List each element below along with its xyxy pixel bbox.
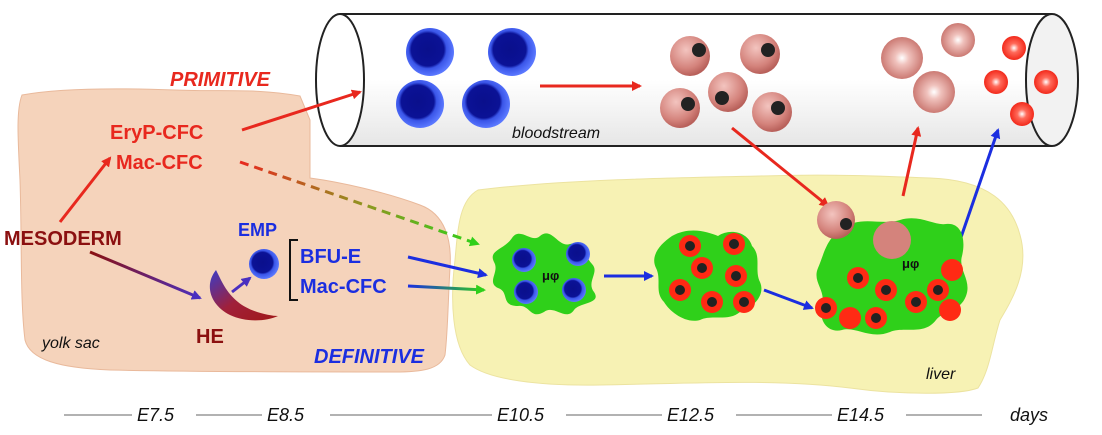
macrophage	[816, 218, 968, 335]
arrow-he-to-emp	[231, 276, 252, 294]
timeline-stage: E7.5	[137, 405, 175, 425]
timeline-unit: days	[1010, 405, 1048, 425]
label-eryp-cfc: EryP-CFC	[110, 122, 203, 144]
erythroblast	[669, 279, 691, 301]
erythroblast	[847, 267, 869, 289]
definitive-erythrocyte	[941, 259, 963, 281]
label-primitive: PRIMITIVE	[170, 69, 271, 91]
emp-cell	[249, 249, 279, 279]
primitive-erythroblast	[740, 34, 780, 74]
definitive-erythrocyte	[839, 307, 861, 329]
primitive-erythrocyte	[913, 71, 955, 113]
primitive-erythrocyte-cluster	[881, 23, 975, 113]
definitive-erythrocyte	[1010, 102, 1034, 126]
label-yolk-sac: yolk sac	[41, 335, 100, 352]
erythroblast	[701, 291, 723, 313]
erythroblast	[725, 265, 747, 287]
primitive-erythroblast	[670, 36, 710, 76]
primitive-blast-cell	[462, 80, 510, 128]
erythroblast	[723, 233, 745, 255]
erythroblast	[865, 307, 887, 329]
hemogenic-endothelium-shape	[209, 270, 278, 321]
emp-progeny-bracket	[289, 239, 298, 301]
timeline-stage: E10.5	[497, 405, 545, 425]
primitive-blast-cell-cluster	[396, 28, 536, 128]
label-macrophage-e10: μφ	[542, 268, 559, 283]
definitive-erythrocyte-cluster	[984, 36, 1058, 126]
timeline-stage: E8.5	[267, 405, 305, 425]
definitive-erythrocyte	[1034, 70, 1058, 94]
erythroblast	[679, 235, 701, 257]
label-mac-cfc-primitive: Mac-CFC	[116, 152, 203, 174]
erythroblastic-island-e14	[815, 201, 968, 335]
primitive-erythroblast	[660, 88, 700, 128]
arrow-liver-to-definitive-erythrocytes	[956, 128, 1001, 247]
label-macrophage-e14: μφ	[902, 256, 919, 271]
blast-cell	[514, 280, 538, 304]
erythroblast	[875, 279, 897, 301]
primitive-erythrocyte	[941, 23, 975, 57]
label-he: HE	[196, 326, 224, 348]
erythroblast	[927, 279, 949, 301]
yolk-sac-region	[17, 88, 451, 373]
arrow-bfu-e-to-liver	[407, 255, 488, 279]
definitive-erythrocyte	[939, 299, 961, 321]
erythroblast	[733, 291, 755, 313]
label-bfu-e: BFU-E	[300, 246, 361, 268]
erythroblast	[815, 297, 837, 319]
label-mac-cfc-definitive: Mac-CFC	[300, 276, 387, 298]
arrow-liver-to-primitive-erythrocytes	[901, 126, 922, 197]
arrow-eryp-to-bloodstream	[241, 89, 362, 132]
erythroblastic-island-e12	[654, 230, 762, 321]
arrow-bloodstream-to-liver	[731, 126, 830, 208]
arrow-mesoderm-to-he	[89, 250, 202, 300]
primitive-blast-cell	[406, 28, 454, 76]
label-mesoderm: MESODERM	[4, 228, 122, 250]
primitive-blast-cell	[488, 28, 536, 76]
blast-cell	[566, 242, 590, 266]
timeline-stage: E12.5	[667, 405, 715, 425]
arrow-mesoderm-to-eryp	[58, 156, 112, 223]
primitive-erythroblast	[817, 201, 855, 239]
erythroblast	[691, 257, 713, 279]
label-liver: liver	[926, 366, 956, 383]
definitive-erythrocyte	[984, 70, 1008, 94]
primitive-erythrocyte	[873, 221, 911, 259]
timeline-stage: E14.5	[837, 405, 885, 425]
definitive-erythrocyte	[1002, 36, 1026, 60]
primitive-erythrocyte	[881, 37, 923, 79]
macrophage-island-e10	[492, 233, 596, 315]
primitive-erythroblast	[752, 92, 792, 132]
primitive-erythroblast	[708, 72, 748, 112]
erythroblast	[905, 291, 927, 313]
label-definitive: DEFINITIVE	[314, 346, 425, 368]
label-emp: EMP	[238, 220, 277, 240]
blast-cell	[562, 278, 586, 302]
arrow-mac-cfc-to-liver	[407, 284, 486, 295]
label-bloodstream: bloodstream	[512, 125, 600, 142]
arrow-mac-cfc-dashed	[239, 160, 480, 247]
timeline: E7.5 E8.5 E10.5 E12.5 E14.5 days	[64, 405, 1048, 425]
arrow-e12-to-e14	[763, 288, 814, 310]
primitive-erythroblast-cluster	[660, 34, 792, 132]
blast-cell	[512, 248, 536, 272]
primitive-blast-cell	[396, 80, 444, 128]
